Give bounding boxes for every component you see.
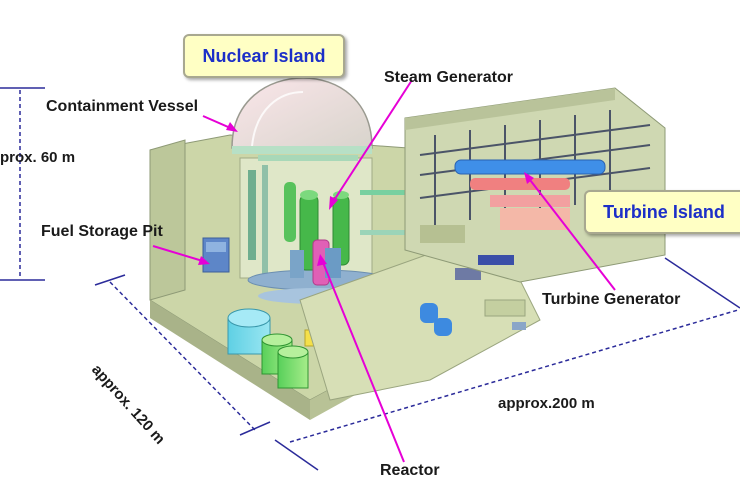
fuel-storage-pit bbox=[202, 237, 230, 273]
leader-lines bbox=[152, 79, 616, 463]
nuclear-island-label: Nuclear Island bbox=[183, 34, 345, 78]
reactor-label: Reactor bbox=[380, 462, 440, 479]
width-dimension-label: approx.200 m bbox=[498, 395, 595, 412]
tank-farm bbox=[227, 308, 354, 389]
height-dimension-label: prox. 60 m bbox=[0, 149, 76, 166]
leader-arrowheads bbox=[198, 122, 534, 266]
turbine-generator-label: Turbine Generator bbox=[542, 291, 681, 308]
steam-generator-label: Steam Generator bbox=[384, 69, 513, 86]
containment-vessel-label: Containment Vessel bbox=[46, 98, 199, 115]
dimension-lines bbox=[0, 87, 740, 471]
fuel-storage-pit-label: Fuel Storage Pit bbox=[41, 223, 163, 240]
containment-dome bbox=[231, 77, 373, 154]
auxiliary-building bbox=[299, 249, 541, 401]
turbine-island-label: Turbine Island bbox=[584, 190, 740, 234]
